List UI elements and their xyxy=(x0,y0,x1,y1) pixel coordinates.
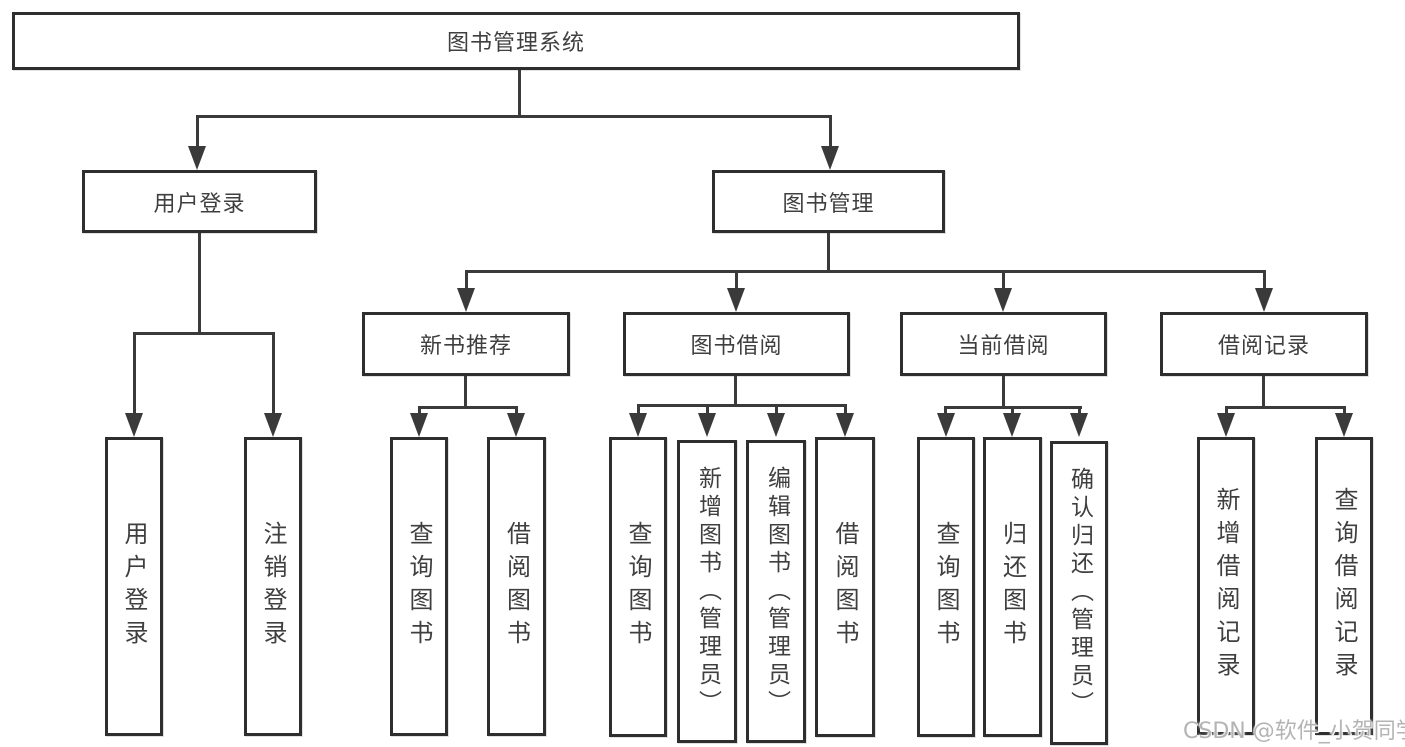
arrow-down-icon xyxy=(937,413,955,437)
connector-line xyxy=(198,233,201,335)
node-user-login: 用户登录 xyxy=(105,437,163,736)
arrow-down-icon xyxy=(994,288,1012,312)
arrow-down-icon xyxy=(629,413,647,437)
node-label: 用户登录 xyxy=(120,520,148,653)
connector-line xyxy=(418,406,518,409)
node-confirm-return-admin: 确认归还（管理员） xyxy=(1050,441,1108,745)
connector-line xyxy=(133,332,136,416)
connector-line xyxy=(272,332,275,416)
node-label: 新增借阅记录 xyxy=(1212,487,1240,685)
node-label: 图书管理 xyxy=(782,191,875,217)
arrow-down-icon xyxy=(1255,288,1273,312)
connector-line xyxy=(829,115,832,148)
connector-line xyxy=(1225,406,1228,416)
node-borrow-books: 借阅图书 xyxy=(815,437,875,737)
connector-line xyxy=(518,70,521,118)
connector-line xyxy=(1262,376,1265,409)
node-query-books-current: 查询图书 xyxy=(917,437,975,737)
node-add-borrow-record: 新增借阅记录 xyxy=(1197,437,1255,735)
arrow-down-icon xyxy=(507,413,525,437)
connector-line xyxy=(515,406,518,416)
arrow-down-icon xyxy=(264,413,282,437)
node-label: 当前借阅 xyxy=(957,334,1050,359)
connector-line xyxy=(944,406,947,416)
node-label: 新书推荐 xyxy=(419,334,512,359)
connector-line xyxy=(196,115,199,148)
node-user-login-branch: 用户登录 xyxy=(82,170,317,233)
node-label: 确认归还（管理员） xyxy=(1066,467,1093,719)
connector-line xyxy=(1011,406,1014,416)
connector-line xyxy=(1002,270,1005,292)
node-borrow-books-recommend: 借阅图书 xyxy=(487,437,546,736)
node-library-system: 图书管理系统 xyxy=(12,12,1020,70)
arrow-down-icon xyxy=(457,288,475,312)
connector-line xyxy=(1263,270,1266,292)
node-query-books-borrowing: 查询图书 xyxy=(609,437,667,737)
connector-line xyxy=(734,376,737,407)
connector-line xyxy=(418,406,421,416)
connector-line xyxy=(1343,406,1346,416)
connector-line xyxy=(735,270,738,292)
arrow-down-icon xyxy=(1003,413,1021,437)
arrow-down-icon xyxy=(727,288,745,312)
node-logout: 注销登录 xyxy=(244,437,302,736)
node-add-book-admin: 新增图书（管理员） xyxy=(677,440,737,743)
node-label: 借阅图书 xyxy=(502,520,531,653)
connector-line xyxy=(844,404,847,415)
arrow-down-icon xyxy=(698,413,716,437)
node-label: 查询图书 xyxy=(624,521,652,653)
connector-line xyxy=(706,404,709,415)
node-query-borrow-record: 查询借阅记录 xyxy=(1315,437,1373,735)
node-book-management: 图书管理 xyxy=(712,170,945,233)
arrow-down-icon xyxy=(125,413,143,437)
connector-line xyxy=(1002,376,1005,409)
node-label: 编辑图书（管理员） xyxy=(763,465,790,718)
node-label: 图书借阅 xyxy=(690,334,783,359)
node-label: 注销登录 xyxy=(259,520,287,653)
node-current-borrowing: 当前借阅 xyxy=(900,312,1107,376)
node-label: 查询图书 xyxy=(932,521,960,653)
node-borrow-records: 借阅记录 xyxy=(1160,312,1368,376)
node-book-borrowing: 图书借阅 xyxy=(623,312,850,376)
arrow-down-icon xyxy=(188,146,206,170)
node-label: 用户登录 xyxy=(153,191,246,217)
node-label: 借阅图书 xyxy=(831,521,859,653)
arrow-down-icon xyxy=(767,413,785,437)
node-label: 图书管理系统 xyxy=(446,31,585,56)
arrow-down-icon xyxy=(836,413,854,437)
connector-line xyxy=(196,115,832,118)
connector-line xyxy=(637,404,847,407)
arrow-down-icon xyxy=(821,146,839,170)
arrow-down-icon xyxy=(1217,413,1235,437)
connector-line xyxy=(827,233,830,273)
node-new-book-recommend: 新书推荐 xyxy=(362,312,570,376)
connector-line xyxy=(465,270,468,292)
node-label: 归还图书 xyxy=(998,521,1027,653)
arrow-down-icon xyxy=(1070,413,1088,437)
node-return-books: 归还图书 xyxy=(983,437,1042,737)
connector-line xyxy=(637,404,640,415)
node-label: 新增图书（管理员） xyxy=(694,465,721,718)
arrow-down-icon xyxy=(410,413,428,437)
connector-line xyxy=(464,376,467,409)
connector-line xyxy=(1078,406,1081,416)
csdn-watermark: CSDN @软件_小贺同学 xyxy=(1183,719,1405,744)
arrow-down-icon xyxy=(1335,413,1353,437)
connector-line xyxy=(465,270,1266,273)
node-edit-book-admin: 编辑图书（管理员） xyxy=(746,440,806,743)
connector-line xyxy=(133,332,275,335)
node-label: 查询借阅记录 xyxy=(1330,487,1358,685)
node-label: 借阅记录 xyxy=(1217,334,1310,359)
node-query-books-recommend: 查询图书 xyxy=(390,437,448,736)
connector-line xyxy=(775,404,778,415)
node-label: 查询图书 xyxy=(405,520,433,653)
connector-line xyxy=(1225,406,1346,409)
